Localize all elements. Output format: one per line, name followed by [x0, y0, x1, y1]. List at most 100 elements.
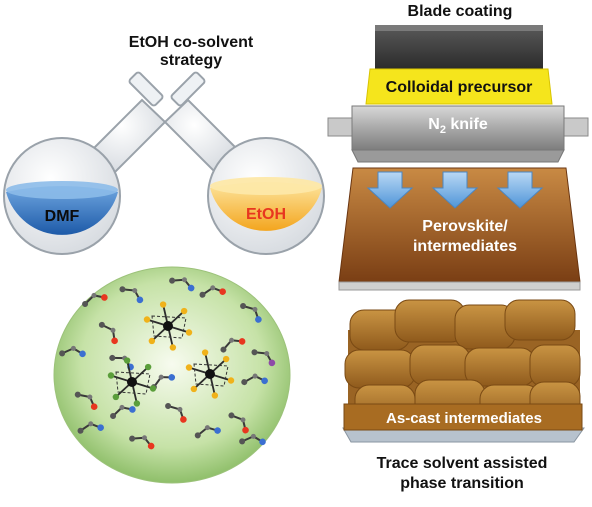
molecule-atom [264, 351, 270, 357]
molecule-atom [169, 277, 176, 284]
molecule-end-atom [97, 424, 104, 431]
molecule-atom [119, 404, 125, 410]
etoh-flask-lip [170, 71, 206, 107]
n2-knife-label: N2 knife [396, 116, 520, 136]
phase-transition-line2: phase transition [400, 475, 524, 492]
cluster-metal-center [163, 321, 173, 331]
molecule-end-atom [255, 316, 262, 323]
solvent-molecule [169, 277, 195, 292]
solvent-molecule [165, 403, 187, 423]
dmf-liquid-surface [6, 181, 118, 199]
film-substrate [338, 281, 581, 291]
molecule-atom [240, 303, 247, 309]
blade-head [375, 25, 543, 69]
solvent-molecule [129, 435, 155, 450]
strategy-title-line2: strategy [159, 52, 223, 69]
solvent-molecule [251, 349, 276, 367]
cluster-ligand [222, 355, 230, 363]
cluster-ligand [180, 307, 188, 315]
cluster-metal-center [127, 377, 137, 387]
solvent-molecule [220, 337, 246, 353]
molecule-atom [251, 349, 258, 356]
molecule-atom [74, 391, 81, 398]
molecule-atom [98, 321, 105, 328]
dmf-flask [3, 71, 167, 255]
molecule-atom [252, 306, 258, 312]
molecule-atom [82, 301, 89, 307]
cluster-ligand [144, 363, 152, 371]
molecule-end-atom [180, 416, 187, 423]
solvent-molecule [77, 421, 104, 434]
molecule-atom [109, 354, 116, 361]
molecule-atom [77, 427, 84, 434]
etoh-liquid [210, 182, 322, 231]
molecule-atom [177, 406, 183, 412]
molecule-end-atom [147, 442, 155, 450]
dmf-label: DMF [44, 208, 80, 225]
cluster-ligand [143, 316, 151, 323]
molecule-atom [129, 435, 136, 442]
blade-head-highlight [375, 25, 543, 31]
as-cast-grains [343, 299, 583, 431]
flow-arrow-1 [366, 171, 414, 209]
solvent-molecule [239, 433, 266, 446]
cluster-ligand [149, 385, 157, 392]
film-label-line2: intermediates [412, 238, 518, 255]
molecule-end-atom [268, 359, 276, 367]
molecule-end-atom [111, 337, 118, 345]
n2-knife-label-rest: knife [445, 116, 488, 133]
molecule-atom [87, 394, 93, 400]
molecule-atom [239, 438, 246, 445]
dmf-flask-lip [128, 71, 164, 107]
solvent-molecule [119, 286, 144, 304]
molecule-atom [228, 412, 235, 419]
solvent-molecule [59, 345, 86, 358]
gas-flow-arrows [366, 171, 544, 209]
cluster-ligand [201, 349, 209, 356]
solvent-molecule [82, 292, 108, 307]
molecule-atom [194, 432, 201, 439]
molecule-atom [59, 350, 66, 357]
blade-coater [365, 25, 553, 105]
molecule-atom [210, 285, 216, 291]
cluster-ligand [107, 372, 115, 379]
molecule-end-atom [219, 288, 226, 295]
cluster-metal-center [205, 369, 215, 379]
molecule-end-atom [136, 296, 144, 304]
grain [409, 344, 471, 386]
molecule-atom [158, 374, 164, 380]
molecule-end-atom [129, 406, 136, 413]
grain [529, 344, 581, 388]
molecule-end-atom [238, 338, 246, 345]
flow-arrow-3 [496, 171, 544, 209]
cluster-frame [193, 363, 229, 387]
film-label-line1: Perovskite/ [422, 218, 508, 235]
cluster-ligand [159, 301, 167, 308]
cluster-ligand [185, 329, 193, 336]
solvent-molecule [199, 285, 226, 298]
cluster-frame [115, 371, 151, 395]
molecule-end-atom [90, 403, 98, 410]
cluster-ligand [148, 337, 156, 345]
molecule-atom [88, 421, 94, 427]
colloidal-precursor-label: Colloidal precursor [385, 79, 533, 96]
dmf-liquid [6, 186, 118, 235]
n2-knife-label-n: N [428, 116, 440, 133]
molecule-atom [229, 337, 235, 343]
cluster-3 [185, 349, 235, 399]
molecule-atom [165, 403, 172, 409]
molecule-end-atom [79, 350, 86, 358]
molecule-end-atom [214, 427, 221, 434]
molecule-atom [204, 425, 210, 431]
molecule-atom [220, 346, 227, 353]
molecule-end-atom [242, 426, 249, 434]
molecule-atom [240, 417, 246, 423]
cluster-ligand [123, 357, 131, 364]
molecule-atom [241, 379, 248, 386]
molecule-atom [110, 413, 117, 419]
solvent-molecule [240, 303, 262, 323]
cluster-1 [143, 301, 193, 351]
cluster-ligand [227, 377, 235, 384]
cluster-ligand [112, 393, 120, 401]
